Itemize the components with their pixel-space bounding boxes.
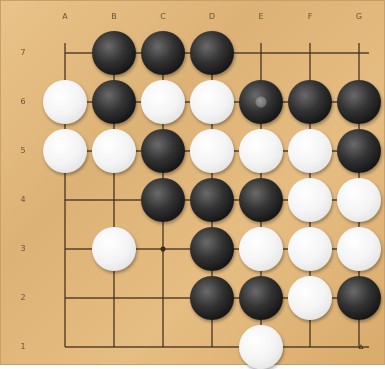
row-label: 5: [20, 147, 25, 155]
white-stone: [239, 325, 283, 369]
white-stone: [190, 80, 234, 124]
star-point: [160, 246, 165, 251]
row-label: 7: [20, 49, 25, 57]
black-stone: [337, 276, 381, 320]
white-stone: [92, 227, 136, 271]
black-stone: [239, 178, 283, 222]
column-label: E: [258, 13, 263, 21]
black-stone: [92, 80, 136, 124]
white-stone: [337, 178, 381, 222]
white-stone: [43, 80, 87, 124]
white-stone: [288, 129, 332, 173]
row-label: 3: [20, 245, 25, 253]
column-label: B: [111, 13, 117, 21]
black-stone: [337, 129, 381, 173]
column-label: F: [308, 13, 313, 21]
last-move-marker: [256, 97, 267, 108]
black-stone: [92, 31, 136, 75]
white-stone: [141, 80, 185, 124]
black-stone: [239, 276, 283, 320]
column-label: G: [356, 13, 362, 21]
black-stone: [190, 227, 234, 271]
row-label: 1: [20, 343, 25, 351]
black-stone: [141, 31, 185, 75]
column-label: C: [160, 13, 166, 21]
black-stone: [141, 178, 185, 222]
black-stone: [190, 31, 234, 75]
black-stone: [288, 80, 332, 124]
triangle-marker: ▵: [358, 342, 363, 352]
black-stone: [190, 178, 234, 222]
white-stone: [337, 227, 381, 271]
white-stone: [288, 227, 332, 271]
white-stone: [190, 129, 234, 173]
column-label: A: [62, 13, 67, 21]
column-label: D: [209, 13, 215, 21]
row-label: 4: [20, 196, 25, 204]
white-stone: [239, 129, 283, 173]
black-stone: [337, 80, 381, 124]
row-label: 6: [20, 98, 25, 106]
white-stone: [43, 129, 87, 173]
black-stone: [190, 276, 234, 320]
black-stone: [141, 129, 185, 173]
black-stone: [239, 80, 283, 124]
white-stone: [239, 227, 283, 271]
white-stone: [288, 178, 332, 222]
white-stone: [288, 276, 332, 320]
row-label: 2: [20, 294, 25, 302]
white-stone: [92, 129, 136, 173]
